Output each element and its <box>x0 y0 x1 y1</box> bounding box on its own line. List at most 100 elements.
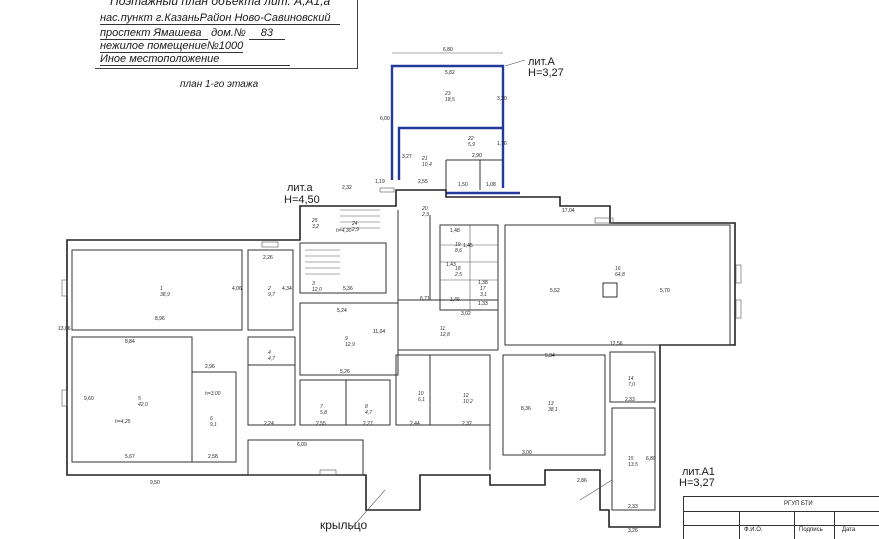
dim: 2,96 <box>205 364 215 370</box>
dim: 8,96 <box>155 316 165 322</box>
dim: 1,43 <box>446 262 456 268</box>
dim: 2,90 <box>472 153 482 159</box>
dim: 2,32 <box>342 185 352 191</box>
room-4-walls <box>247 336 296 366</box>
liter-a-name: лит.А <box>528 56 555 68</box>
sketch-line <box>579 479 613 501</box>
dim: 2,58 <box>208 454 218 460</box>
dim: 17,04 <box>562 208 575 214</box>
liter-a-small-height: H=4,50 <box>284 194 320 206</box>
floor-label: план 1-го этажа <box>180 79 259 90</box>
room-8-walls <box>247 364 296 426</box>
room-9-walls <box>299 302 399 376</box>
dim: 2,55 <box>418 179 428 185</box>
dim: 5,67 <box>125 454 135 460</box>
room-2-walls <box>247 249 294 331</box>
header-address-line: нас.пункт г.КазаньРайон Ново-Савиновский <box>100 12 340 25</box>
other-location: Иное местоположение <box>100 53 290 66</box>
district: Район Ново-Савиновский <box>199 12 340 25</box>
sign-label: Подпись <box>799 527 823 533</box>
dim: 4,34 <box>282 286 292 292</box>
dim: 6,09 <box>297 442 307 448</box>
dimension-labels: 6,80 5,82 3,20 6,00 2,90 1,76 3,27 1,50 … <box>58 47 670 534</box>
dim: 5,82 <box>445 70 455 76</box>
title-block: РГУП БТИ Ф.И.О. Подпись Дата <box>683 496 879 539</box>
dim: 3,26 <box>628 528 638 534</box>
room-10-walls <box>395 354 431 426</box>
dim: 6,00 <box>380 116 390 122</box>
house-number: 83 <box>248 27 285 40</box>
main-outline <box>66 189 736 528</box>
room-13-walls <box>502 354 606 456</box>
dim: 2,44 <box>410 421 420 427</box>
dim: 1,33 <box>478 301 488 307</box>
column <box>602 282 618 298</box>
liter-a-block <box>390 52 526 195</box>
dim: 1,38 <box>478 280 488 286</box>
dim: 11,04 <box>373 329 385 335</box>
dim: 5,24 <box>337 308 347 314</box>
dim: 2,86 <box>577 478 587 484</box>
dim: 12,56 <box>610 341 623 347</box>
dim: 2,24 <box>264 421 274 427</box>
liter-a-height: H=3,27 <box>528 67 564 79</box>
street: проспект Ямашева <box>100 27 208 40</box>
dim: 5,52 <box>550 288 560 294</box>
premise: нежилое помещение№1000 <box>100 40 244 53</box>
window-marks <box>61 187 742 476</box>
header-title: Поэтажный план объекта лит. А,А1,а <box>110 0 331 8</box>
dim: 8,36 <box>521 406 531 412</box>
dim: 4,06 <box>232 286 242 292</box>
stair-treads <box>305 209 380 275</box>
dim: 5,70 <box>660 288 670 294</box>
other-location-line: Иное местоположение <box>100 53 290 66</box>
fio-label: Ф.И.О. <box>744 527 763 533</box>
liter-a1-height: H=3,27 <box>679 477 715 489</box>
org-name: РГУП БТИ <box>784 501 813 507</box>
dim: 6,80 <box>646 456 656 462</box>
wc-block-walls <box>439 224 499 311</box>
dim: 1,19 <box>375 179 385 185</box>
dim: 1,48 <box>450 228 460 234</box>
dim: 1,76 <box>497 141 507 147</box>
dim: 3,27 <box>402 154 412 160</box>
height-1: h=4,30 <box>336 228 352 234</box>
dim: 1,45 <box>463 243 473 249</box>
dim: 2,32 <box>462 421 472 427</box>
dim: 13,06 <box>58 326 71 332</box>
height-3: h=4,25 <box>115 419 131 425</box>
room-1-walls <box>71 249 243 331</box>
liter-a-small-name: лит.а <box>287 182 313 194</box>
date-label: Дата <box>842 527 856 533</box>
room-8b-walls <box>345 379 391 426</box>
room-11-walls <box>397 299 499 351</box>
liter-a1-name: лит.А1 <box>682 466 715 478</box>
porch-label: крыльцо <box>320 518 368 532</box>
dim: 2,55 <box>316 421 326 427</box>
dim: 9,50 <box>150 480 160 486</box>
house-label: дом.№ <box>211 27 246 39</box>
dim: 9,60 <box>84 396 94 402</box>
dim: 5,34 <box>545 353 555 359</box>
